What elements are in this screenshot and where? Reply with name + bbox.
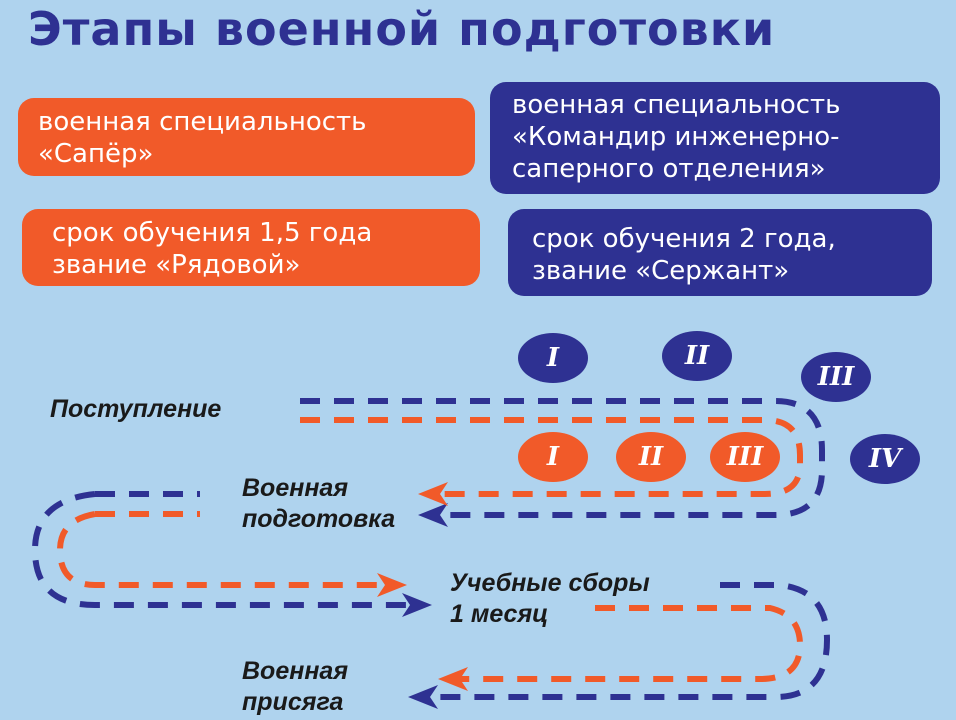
navy-stage-4: IV — [850, 434, 920, 484]
navy-route-3 — [430, 582, 831, 700]
orange-stage-1: I — [518, 432, 588, 482]
orange-route-2 — [56, 511, 385, 588]
sergeant-term-box: срок обучения 2 года, звание «Сержант» — [508, 209, 932, 296]
military-training-label: Военная подготовка — [242, 474, 396, 533]
navy-stage-3: III — [801, 352, 871, 402]
orange-stage-2: II — [616, 432, 686, 482]
admission-label: Поступление — [50, 395, 222, 423]
navy-arrow-icon — [408, 685, 438, 709]
oath-label: Военная присяга — [242, 657, 349, 716]
sergeant-specialty-box: военная специальность «Командир инженерн… — [490, 82, 940, 194]
orange-arrow-icon — [377, 573, 407, 597]
orange-arrow-icon — [438, 667, 468, 691]
navy-arrow-icon — [418, 503, 448, 527]
training-camp-label: Учебные сборы 1 месяц — [450, 569, 650, 628]
private-term-box: срок обучения 1,5 года звание «Рядовой» — [22, 209, 480, 286]
navy-stage-1: I — [518, 333, 588, 383]
navy-route-1 — [300, 398, 825, 518]
page-title: Этапы военной подготовки — [28, 2, 776, 56]
orange-route-3 — [460, 605, 804, 682]
navy-arrow-icon — [402, 593, 432, 617]
navy-route-2 — [31, 491, 410, 608]
orange-stage-3: III — [710, 432, 780, 482]
navy-stage-2: II — [662, 331, 732, 381]
orange-route-1 — [300, 417, 803, 497]
private-specialty-box: военная специальность «Сапёр» — [18, 98, 475, 176]
orange-arrow-icon — [418, 482, 448, 506]
